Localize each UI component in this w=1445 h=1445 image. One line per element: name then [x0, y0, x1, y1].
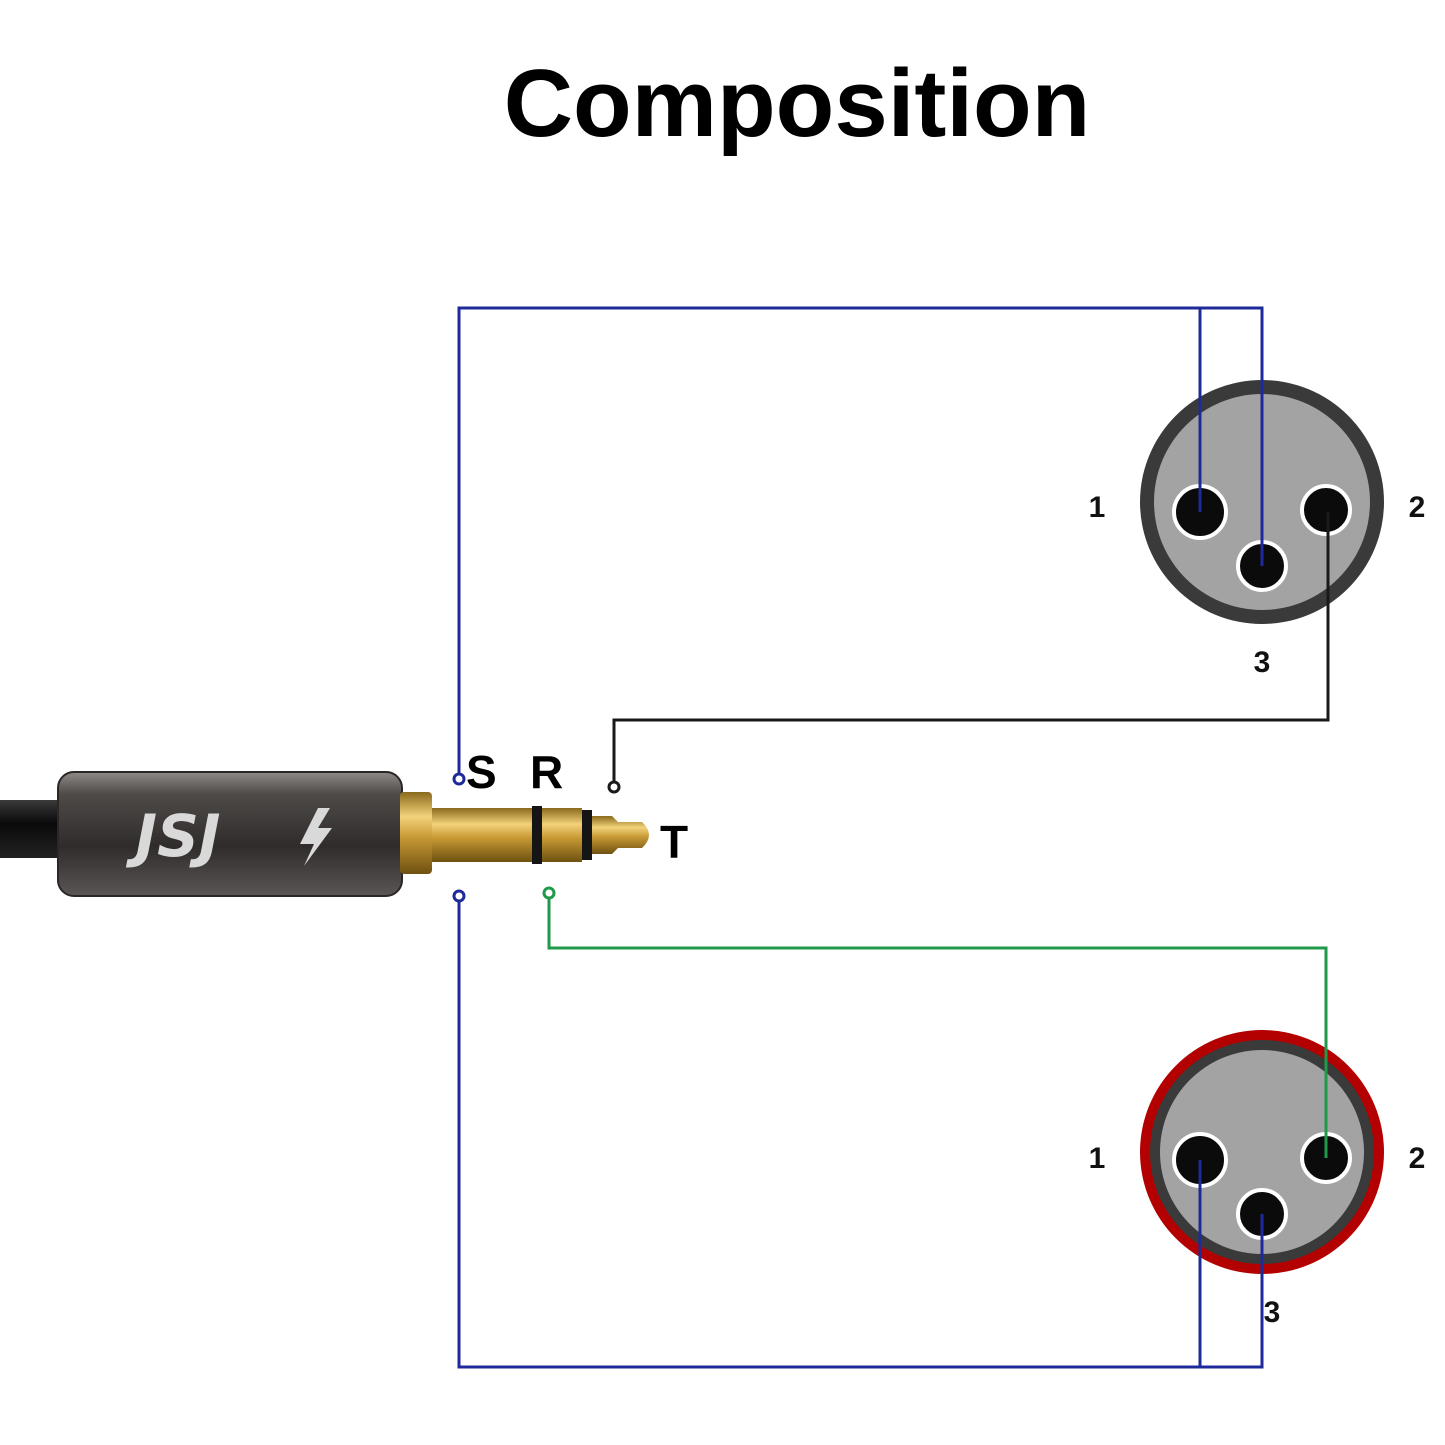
xlr-top-pin-2-label: 2 [1409, 491, 1426, 524]
plug-insulator-1 [532, 806, 542, 864]
xlr-top-pin-3-label: 3 [1254, 646, 1271, 679]
xlr-top-pin-2 [1300, 484, 1352, 536]
plug-insulator-2 [582, 810, 592, 860]
trs-plug: JSJ [0, 771, 649, 897]
plug-ring [542, 808, 582, 862]
sleeve-wire-top [457, 306, 1264, 779]
brand-logo: JSJ [126, 802, 221, 870]
xlr-bottom-pin-1-label: 1 [1089, 1142, 1106, 1175]
tip-terminal [607, 780, 621, 794]
plug-collar [400, 792, 432, 874]
xlr-bottom-pin-3-label: 3 [1264, 1296, 1281, 1329]
plug-sleeve [432, 808, 532, 862]
ring-label: R [530, 746, 563, 798]
xlr-top-internal-wires [1198, 380, 1264, 566]
sleeve-label: S [466, 746, 497, 798]
xlr-bottom-internal-wires [1198, 1160, 1264, 1367]
sleeve-terminal-top [452, 772, 466, 786]
sleeve-terminal-bottom [452, 889, 466, 903]
sleeve-wire-bottom [457, 896, 1264, 1369]
xlr-bottom-face [1160, 1050, 1364, 1254]
xlr-top-pin-1-label: 1 [1089, 491, 1106, 524]
lightning-icon [300, 808, 332, 866]
page-title: Composition [504, 50, 1091, 157]
plug-tip [592, 816, 649, 854]
plug-body [57, 771, 403, 897]
tip-label: T [660, 816, 688, 868]
xlr-bottom-pin-2-label: 2 [1409, 1142, 1426, 1175]
ring-terminal [542, 886, 556, 900]
